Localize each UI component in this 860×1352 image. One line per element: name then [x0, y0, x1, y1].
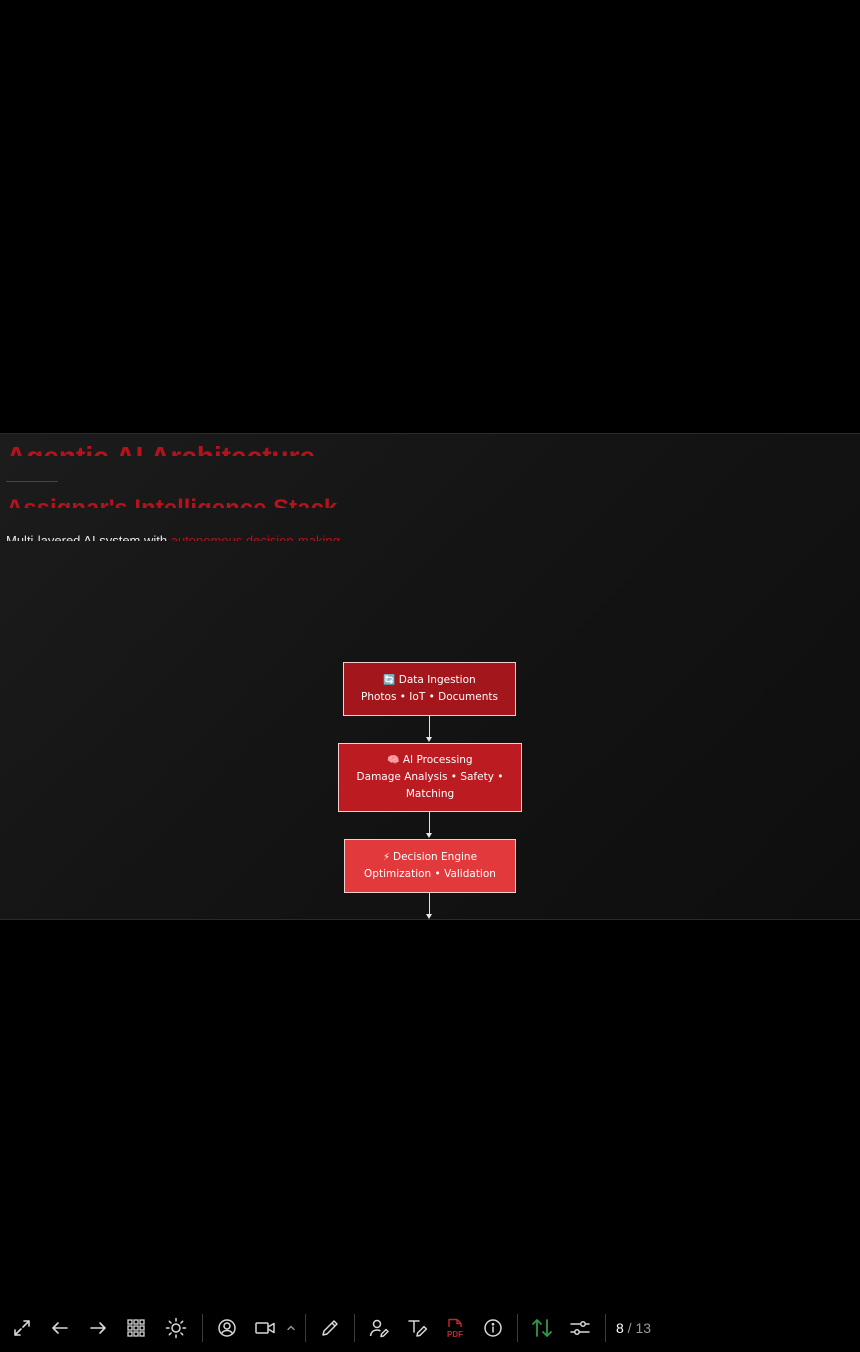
flow-box-decision-engine: ⚡Decision Engine Optimization • Validati…: [344, 839, 516, 893]
lightning-icon: ⚡: [382, 852, 390, 863]
flow-box-title: AI Processing: [402, 754, 473, 766]
text-edit-icon[interactable]: [404, 1315, 430, 1341]
arrow-right-icon[interactable]: [85, 1315, 111, 1341]
pencil-icon[interactable]: [317, 1315, 343, 1341]
grid-icon[interactable]: [123, 1315, 149, 1341]
flow-box-detail: Optimization • Validation: [364, 868, 496, 880]
flow-connector: [429, 812, 430, 834]
video-camera-icon[interactable]: [252, 1315, 278, 1341]
presentation-toolbar: PDF 8 / 13: [0, 1310, 860, 1346]
flow-box-detail: Photos • IoT • Documents: [361, 691, 498, 703]
slide-subtitle: Assignar's Intelligence Stack: [6, 494, 337, 508]
flow-box-data-ingestion: 🔄Data Ingestion Photos • IoT • Documents: [343, 662, 516, 716]
chevron-up-icon[interactable]: [280, 1315, 302, 1341]
flow-box-detail: Damage Analysis • Safety • Matching: [356, 771, 504, 800]
description-text: Multi-layered AI system with: [6, 533, 171, 541]
page-indicator: 8 / 13: [616, 1319, 651, 1337]
arrowhead-icon: [426, 833, 432, 838]
flow-connector: [429, 716, 430, 738]
expand-icon[interactable]: [9, 1315, 35, 1341]
sun-icon[interactable]: [163, 1315, 189, 1341]
flow-box-title: Decision Engine: [393, 851, 478, 863]
description-highlight: autonomous decision-making: [170, 533, 340, 541]
arrowhead-icon: [426, 914, 432, 919]
pdf-icon[interactable]: PDF: [442, 1315, 468, 1341]
flow-box-ai-processing: 🧠AI Processing Damage Analysis • Safety …: [338, 743, 522, 812]
toolbar-divider: [305, 1314, 306, 1342]
arrowhead-icon: [426, 737, 432, 742]
info-icon[interactable]: [480, 1315, 506, 1341]
toolbar-divider: [354, 1314, 355, 1342]
total-pages: / 13: [623, 1320, 652, 1336]
svg-text:PDF: PDF: [447, 1330, 463, 1339]
toolbar-divider: [517, 1314, 518, 1342]
sliders-icon[interactable]: [567, 1315, 593, 1341]
toolbar-divider: [202, 1314, 203, 1342]
toolbar-divider: [605, 1314, 606, 1342]
flow-box-title: Data Ingestion: [398, 674, 476, 686]
sort-arrows-icon[interactable]: [529, 1315, 555, 1341]
slide: Agentic AI Architecture Assignar's Intel…: [0, 433, 860, 920]
flow-connector: [429, 893, 430, 915]
slide-description: Multi-layered AI system with autonomous …: [6, 533, 340, 541]
user-circle-icon[interactable]: [214, 1315, 240, 1341]
arrow-left-icon[interactable]: [47, 1315, 73, 1341]
user-edit-icon[interactable]: [366, 1315, 392, 1341]
brain-icon: 🧠: [387, 755, 400, 766]
refresh-icon: 🔄: [383, 675, 396, 686]
title-divider: [6, 481, 58, 482]
current-page: 8: [616, 1320, 624, 1336]
slide-title: Agentic AI Architecture: [6, 440, 315, 456]
